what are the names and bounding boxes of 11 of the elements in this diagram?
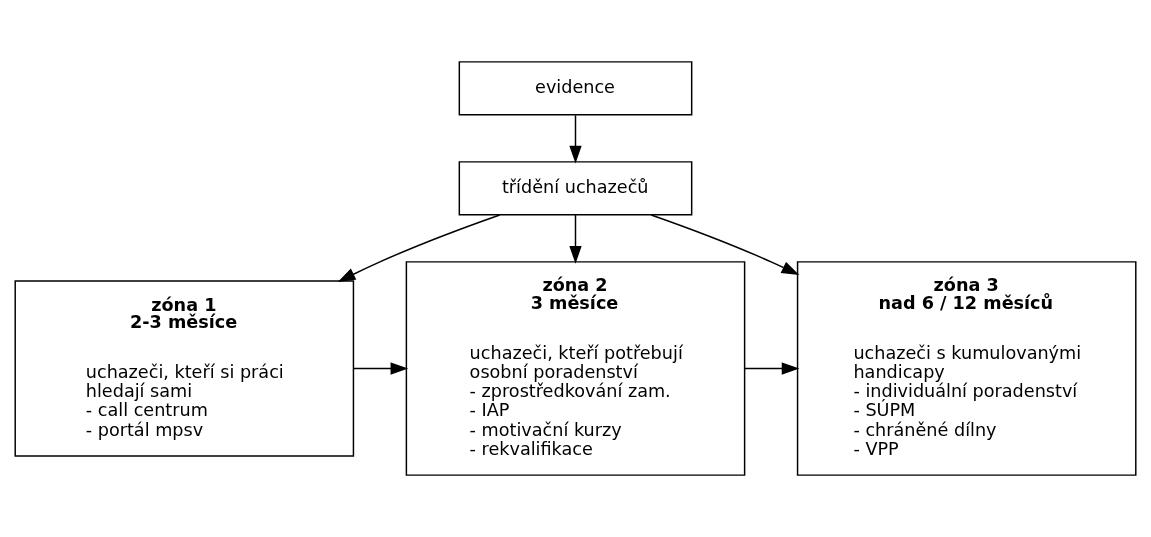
node-box: zóna 3 nad 6 / 12 měsíců uchazeči s kumulovanými handicapy - individuální poradenství - SÚPM - chráněné dílny - VPP [796, 261, 1137, 476]
arrow [569, 214, 582, 264]
node-box: evidence [458, 61, 693, 116]
arrow [569, 114, 582, 164]
arrow [650, 214, 800, 276]
arrow [337, 214, 501, 282]
arrow [744, 362, 800, 375]
node-box: třídění uchazečů [458, 161, 693, 216]
node-box: zóna 1 2-3 měsíce uchazeči, kteří si práci hledají sami - call centrum - portál mpsv [14, 280, 355, 457]
arrow [352, 362, 409, 375]
node-box: zóna 2 3 měsíce uchazeči, kteří potřebují osobní poradenství - zprostředkování zam. - IAP - motivační kurzy - rekvalifikace [405, 261, 746, 476]
